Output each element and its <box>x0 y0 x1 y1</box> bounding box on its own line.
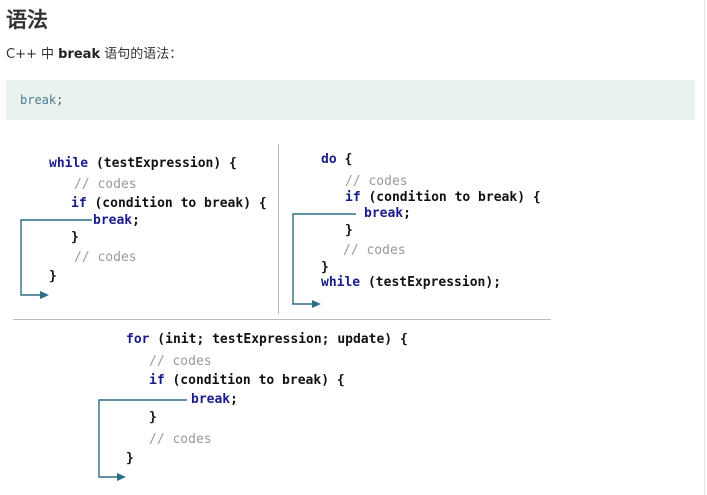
while-line-comment-1: // codes <box>74 177 137 192</box>
while-line-header: while (testExpression) { <box>49 156 237 171</box>
do-line-header: do { <box>321 152 353 167</box>
do-break-arrow <box>292 213 356 305</box>
do-line-close-inner: } <box>345 223 353 238</box>
for-line-if: if (condition to break) { <box>149 373 345 388</box>
for-line-close-outer: } <box>126 451 134 466</box>
intro-keyword: break <box>58 47 101 62</box>
break-jump-arrows <box>20 213 356 481</box>
for-line-break: break; <box>191 392 238 407</box>
do-line-break: break; <box>364 206 411 221</box>
while-line-if: if (condition to break) { <box>71 196 267 211</box>
intro-suffix: 语句的语法： <box>100 47 183 62</box>
while-line-break: break; <box>93 213 140 228</box>
for-line-header: for (init; testExpression; update) { <box>126 332 408 347</box>
for-line-comment-1: // codes <box>149 354 212 369</box>
do-line-comment-2: // codes <box>343 243 406 258</box>
intro-prefix: C++ 中 <box>6 47 59 62</box>
while-break-arrow <box>20 219 92 296</box>
diagram-horizontal-divider <box>13 319 551 320</box>
for-break-arrow-head <box>117 473 126 481</box>
intro-text: C++ 中 break 语句的语法： <box>6 43 182 62</box>
while-break-arrow-head <box>40 291 49 299</box>
for-line-close-inner: } <box>149 410 157 425</box>
page-right-border <box>704 0 705 495</box>
while-line-close-inner: } <box>71 230 79 245</box>
do-break-arrow-head <box>312 300 321 308</box>
do-line-while: while (testExpression); <box>321 275 502 290</box>
for-line-comment-2: // codes <box>149 432 212 447</box>
do-line-close-outer: } <box>321 260 329 275</box>
while-line-close-outer: } <box>49 269 57 284</box>
do-line-comment-1: // codes <box>345 174 408 189</box>
diagram-vertical-divider <box>278 144 279 314</box>
code-sample-keyword: break <box>20 93 57 107</box>
break-flow-diagram: while (testExpression) { // codes if (co… <box>0 140 560 495</box>
while-line-comment-2: // codes <box>74 250 137 265</box>
code-sample-semicolon: ; <box>56 93 64 107</box>
code-sample-box[interactable]: break; <box>6 80 695 120</box>
do-line-if: if (condition to break) { <box>345 190 541 205</box>
for-break-arrow <box>98 399 187 478</box>
section-heading: 语法 <box>6 8 48 32</box>
